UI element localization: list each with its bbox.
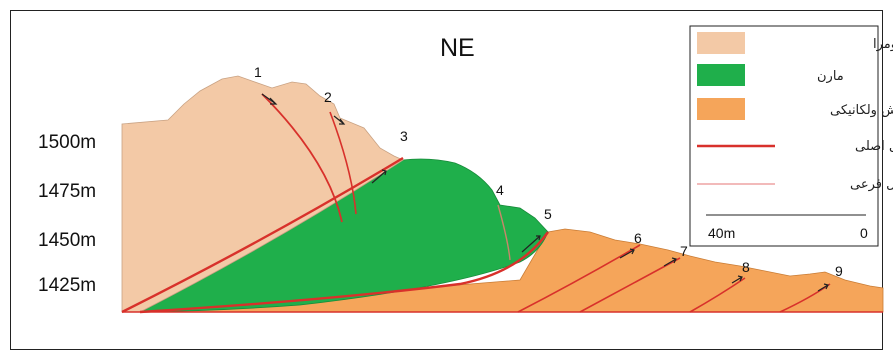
elevation-label-1500: 1500m [38,132,96,153]
fault-number-2: 2 [324,89,332,105]
fault-number-7: 7 [680,243,688,259]
legend-swatch-marl [697,64,745,86]
section-direction-title: NE [440,34,475,62]
legend-swatch-breccia [697,98,745,120]
legend-label-main-fault: گسل اصلی [855,138,893,154]
fault-number-5: 5 [544,206,552,222]
fault-number-3: 3 [400,128,408,144]
fault-number-6: 6 [634,230,642,246]
fault-number-8: 8 [742,259,750,275]
fault-number-4: 4 [496,182,504,198]
elevation-label-1450: 1450m [38,230,96,251]
scale-label-left: 40m [708,225,735,241]
fault-number-9: 9 [835,263,843,279]
fault-number-1: 1 [254,64,262,80]
elevation-label-1475: 1475m [38,181,96,202]
elevation-label-1425: 1425m [38,275,96,296]
scale-label-right: 0 [860,225,868,241]
legend-label-sandstone: ماسه سنگ- کنگلومرا [873,36,893,52]
legend-box [690,26,878,246]
legend-label-marl: مارن [817,69,844,84]
legend-swatch-sandstone [697,32,745,54]
legend: ماسه سنگ- کنگلومرا مارن برش ولکانیکی گسل… [690,26,893,246]
legend-label-breccia: برش ولکانیکی [830,103,893,118]
legend-label-minor-fault: گسل فرعی [850,176,893,192]
